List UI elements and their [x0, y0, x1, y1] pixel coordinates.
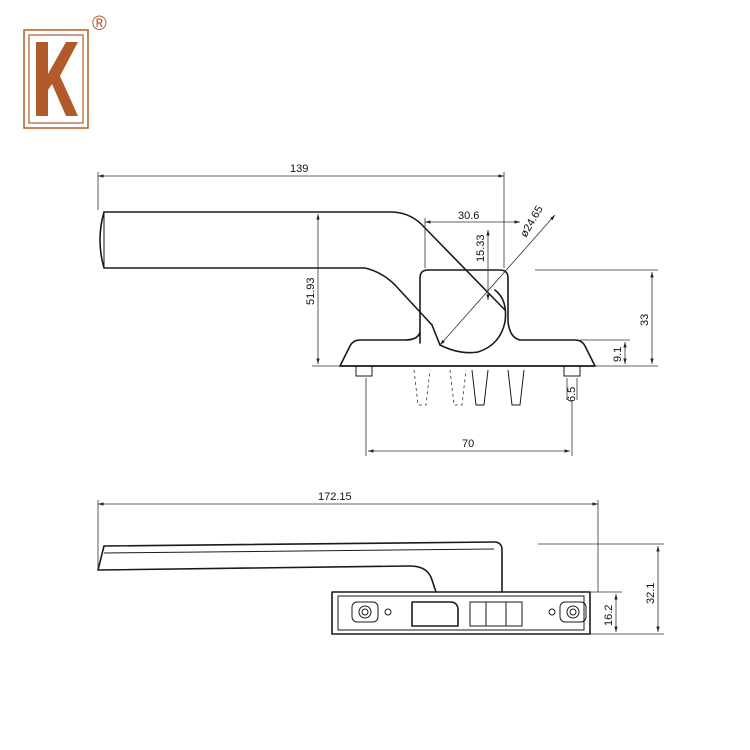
side-pin-left — [384, 608, 392, 616]
dim-spindle-width: 30.6 — [458, 210, 479, 222]
dim-lever-height: 51.93 — [305, 277, 317, 305]
dim-total-height: 33 — [639, 314, 651, 326]
logo-inner-frame — [28, 34, 84, 124]
side-pin-right — [548, 608, 556, 616]
peg-3 — [471, 369, 489, 406]
brand-logo: ® — [23, 13, 107, 129]
side-base-plate — [331, 591, 591, 635]
dim-base-height: 9.1 — [612, 347, 624, 362]
peg-4 — [507, 369, 525, 406]
dim-boss-height: 15.33 — [475, 234, 487, 262]
dim-boss-diameter: ø24.65 — [518, 204, 546, 240]
mounting-pins — [355, 365, 581, 406]
dim-pin-spacing: 70 — [462, 438, 474, 450]
housing-outline — [339, 269, 596, 367]
screw-hole-left — [351, 601, 379, 623]
lever-arm-outline — [99, 211, 506, 326]
dim-side-overall-length: 172.15 — [318, 491, 352, 503]
screw-pin-left — [355, 365, 373, 377]
boss-edge — [431, 324, 441, 346]
side-lever-outline — [97, 541, 503, 593]
dim-line-diameter — [439, 214, 556, 346]
handle-front-view: 139 30.6 ø24.65 15.33 51.93 33 9.1 6.5 7 — [97, 163, 658, 456]
side-base-inner — [337, 595, 585, 631]
dim-pin-width: 6.5 — [566, 387, 578, 402]
logo-outer-frame — [23, 29, 89, 129]
screw-pin-right — [563, 365, 581, 377]
dim-overall-length: 139 — [290, 163, 308, 175]
side-latch-block — [469, 601, 523, 627]
logo-k-glyph — [36, 42, 78, 116]
dim-side-base-height: 16.2 — [603, 605, 615, 626]
screw-hole-right — [559, 601, 587, 623]
side-cam-slot — [411, 601, 459, 627]
peg-1 — [413, 369, 431, 406]
registered-mark: ® — [92, 13, 107, 35]
peg-2 — [449, 369, 467, 406]
dim-side-total-height: 32.1 — [645, 583, 657, 604]
handle-side-view: 172.15 32.1 16.2 — [97, 491, 664, 635]
side-lever-edge — [103, 548, 495, 554]
